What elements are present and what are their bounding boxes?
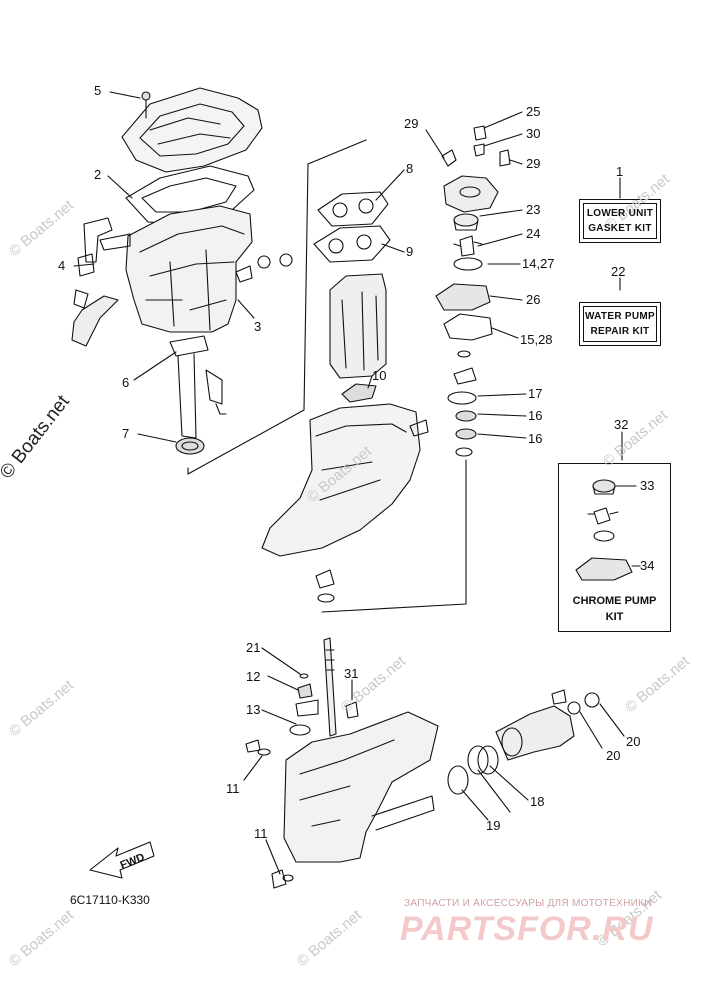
- callout-17: 17: [528, 386, 542, 401]
- cartridge-parts-16-17: [447, 350, 477, 457]
- insert-cartridge-23: [453, 213, 479, 231]
- upper-casing: [125, 205, 253, 333]
- callouts: 5 2 4 3 6 7 8 9 10 29 25 30 29 23 24 14,…: [58, 83, 654, 841]
- callout-9: 9: [406, 244, 413, 259]
- callout-29-left: 29: [404, 116, 418, 131]
- callout-2: 2: [94, 167, 101, 182]
- oring-18-19: [447, 745, 499, 795]
- gasket-9: [313, 225, 391, 263]
- callout-23: 23: [526, 202, 540, 217]
- bolt-11-lower: [271, 869, 294, 889]
- fwd-arrow: [89, 841, 155, 879]
- callout-20-right: 20: [626, 734, 640, 749]
- callout-21: 21: [246, 640, 260, 655]
- callout-1: 1: [616, 164, 623, 179]
- footer-logo: PARTSFOR.RU: [400, 910, 654, 948]
- chrome-pump-kit-line1: CHROME PUMP: [572, 595, 657, 607]
- pump-housing-lower: [495, 705, 575, 761]
- group-bracket-left: [187, 139, 367, 475]
- callout-7: 7: [122, 426, 129, 441]
- chrome-oring: [593, 530, 615, 542]
- lower-unit-gasket-kit-box: LOWER UNIT GASKET KIT: [579, 199, 661, 243]
- callout-19: 19: [486, 818, 500, 833]
- lower-casing: [261, 403, 429, 557]
- upper-cover-plate: [121, 87, 263, 173]
- exhaust-guide: [329, 273, 387, 379]
- gasket-10: [341, 383, 377, 403]
- group-bracket-middle: [321, 459, 467, 613]
- oring-14-27: [453, 257, 483, 271]
- chrome-impeller: [587, 507, 619, 525]
- lower-unit-kit-line1: LOWER UNIT: [586, 208, 654, 219]
- bolts-20: [551, 689, 600, 715]
- callout-29-right: 29: [526, 156, 540, 171]
- gasket-15-28: [443, 313, 493, 341]
- callout-11-upper: 11: [226, 781, 240, 796]
- chrome-plate-34: [575, 557, 633, 581]
- leader-lines: [73, 91, 641, 875]
- callout-4: 4: [58, 258, 65, 273]
- callout-24: 24: [526, 226, 540, 241]
- bolt-11-upper: [245, 739, 271, 756]
- callout-5: 5: [94, 83, 101, 98]
- water-pump-repair-kit-box: WATER PUMP REPAIR KIT: [579, 302, 661, 346]
- plug-3: [235, 253, 293, 283]
- callout-25: 25: [526, 104, 540, 119]
- drive-shaft: [323, 637, 337, 737]
- outer-plate-26: [435, 283, 491, 311]
- diagram-code: 6C17110-K330: [70, 893, 150, 907]
- callout-10: 10: [372, 368, 386, 383]
- callout-20-left: 20: [606, 748, 620, 763]
- callout-30: 30: [526, 126, 540, 141]
- callout-22: 22: [611, 264, 625, 279]
- tube-6: [169, 335, 227, 439]
- footer-caption: ЗАПЧАСТИ И АКСЕССУАРЫ ДЛЯ МОТОТЕХНИКИ: [404, 898, 652, 909]
- chrome-pump-kit-box: CHROME PUMP KIT: [558, 463, 671, 632]
- callout-8: 8: [406, 161, 413, 176]
- callout-3: 3: [254, 319, 261, 334]
- callout-31: 31: [344, 666, 358, 681]
- callout-11-lower: 11: [254, 826, 268, 841]
- water-pump-kit-line1: WATER PUMP: [584, 311, 656, 322]
- water-pump-kit-line2: REPAIR KIT: [590, 326, 650, 337]
- chrome-pump-kit-line2: KIT: [605, 611, 624, 623]
- impeller-24: [453, 235, 483, 257]
- lower-unit-kit-line2: GASKET KIT: [588, 223, 652, 234]
- callout-14-27: 14,27: [522, 256, 555, 271]
- callout-18: 18: [530, 794, 544, 809]
- callout-16-lower: 16: [528, 431, 542, 446]
- callout-33: 33: [640, 478, 654, 493]
- callout-15-28: 15,28: [520, 332, 553, 347]
- callout-32: 32: [614, 417, 628, 432]
- callout-6: 6: [122, 375, 129, 390]
- callout-34: 34: [640, 558, 654, 573]
- chrome-insert-33: [592, 479, 616, 495]
- callout-26: 26: [526, 292, 540, 307]
- callout-13: 13: [246, 702, 260, 717]
- seal-7: [175, 437, 205, 455]
- callout-12: 12: [246, 669, 260, 684]
- pump-hardware-25-30: [441, 125, 511, 167]
- small-parts-12-13-21: [289, 673, 359, 736]
- impeller-small: [315, 569, 335, 603]
- pump-housing: [443, 175, 499, 213]
- bracket-4: [71, 217, 131, 347]
- gasket-8: [317, 191, 389, 227]
- callout-16-upper: 16: [528, 408, 542, 423]
- lower-case: [283, 711, 439, 863]
